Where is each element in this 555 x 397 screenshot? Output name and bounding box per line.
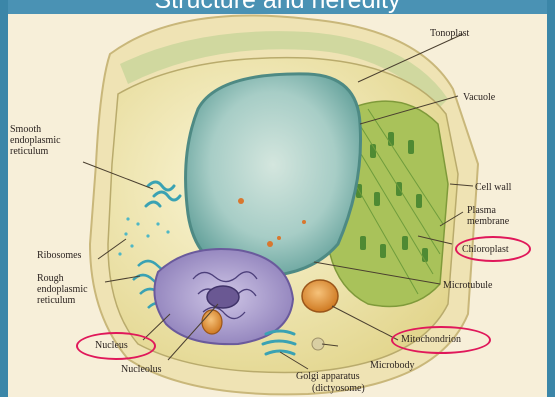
slide-title: Structure and heredity bbox=[0, 0, 555, 14]
label-vacuole: Vacuole bbox=[463, 92, 495, 103]
label-microtubule: Microtubule bbox=[443, 280, 492, 291]
mitochondrion-small bbox=[202, 310, 222, 334]
nucleolus-shape bbox=[207, 286, 239, 308]
chloroplast-highlight-ring bbox=[455, 236, 531, 262]
label-ribosomes: Ribosomes bbox=[37, 250, 81, 261]
frame-left-border bbox=[0, 0, 8, 397]
label-cell-wall: Cell wall bbox=[475, 182, 511, 193]
label-smooth-er-line-3: reticulum bbox=[10, 146, 48, 157]
vacuole-shape bbox=[186, 74, 361, 276]
mitochondrion-highlight-ring bbox=[391, 326, 491, 354]
label-golgi-line-2: (dictyosome) bbox=[312, 383, 365, 394]
label-smooth-er-line-1: Smooth bbox=[10, 124, 41, 135]
label-nucleolus: Nucleolus bbox=[121, 364, 162, 375]
label-microbody: Microbody bbox=[370, 360, 414, 371]
title-strip: Structure and heredity bbox=[0, 0, 555, 14]
label-rough-er-line-2: endoplasmic bbox=[37, 284, 88, 295]
frame-right-border bbox=[547, 0, 555, 397]
label-plasma-membrane-line-2: membrane bbox=[467, 216, 509, 227]
label-plasma-membrane-line-1: Plasma bbox=[467, 205, 496, 216]
label-rough-er-line-1: Rough bbox=[37, 273, 64, 284]
mitochondrion-shape bbox=[302, 280, 338, 312]
label-tonoplast: Tonoplast bbox=[430, 28, 469, 39]
label-golgi-line-1: Golgi apparatus bbox=[296, 371, 360, 382]
label-rough-er-line-3: reticulum bbox=[37, 295, 75, 306]
nucleus-highlight-ring bbox=[76, 332, 156, 360]
label-smooth-er-line-2: endoplasmic bbox=[10, 135, 61, 146]
